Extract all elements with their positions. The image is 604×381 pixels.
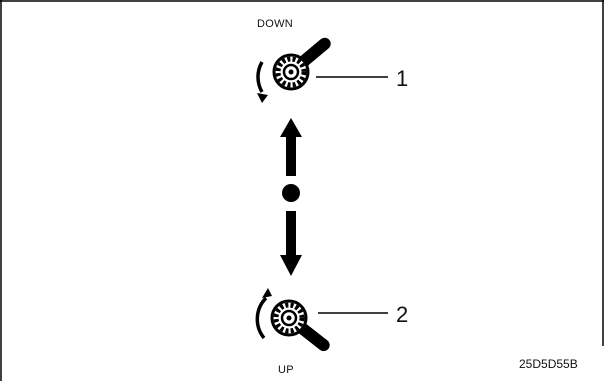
callout-2-number: 2 — [396, 302, 409, 327]
down-arrow-icon — [280, 211, 302, 276]
label-up: UP — [278, 364, 294, 376]
dial-up-icon — [255, 288, 330, 352]
label-down: DOWN — [257, 18, 294, 30]
dial-down-icon — [256, 37, 331, 103]
center-position-dot — [282, 184, 300, 202]
up-arrow-icon — [280, 118, 302, 176]
callout-1-number: 1 — [396, 66, 409, 91]
figure-code: 25D5D55B — [519, 357, 578, 371]
